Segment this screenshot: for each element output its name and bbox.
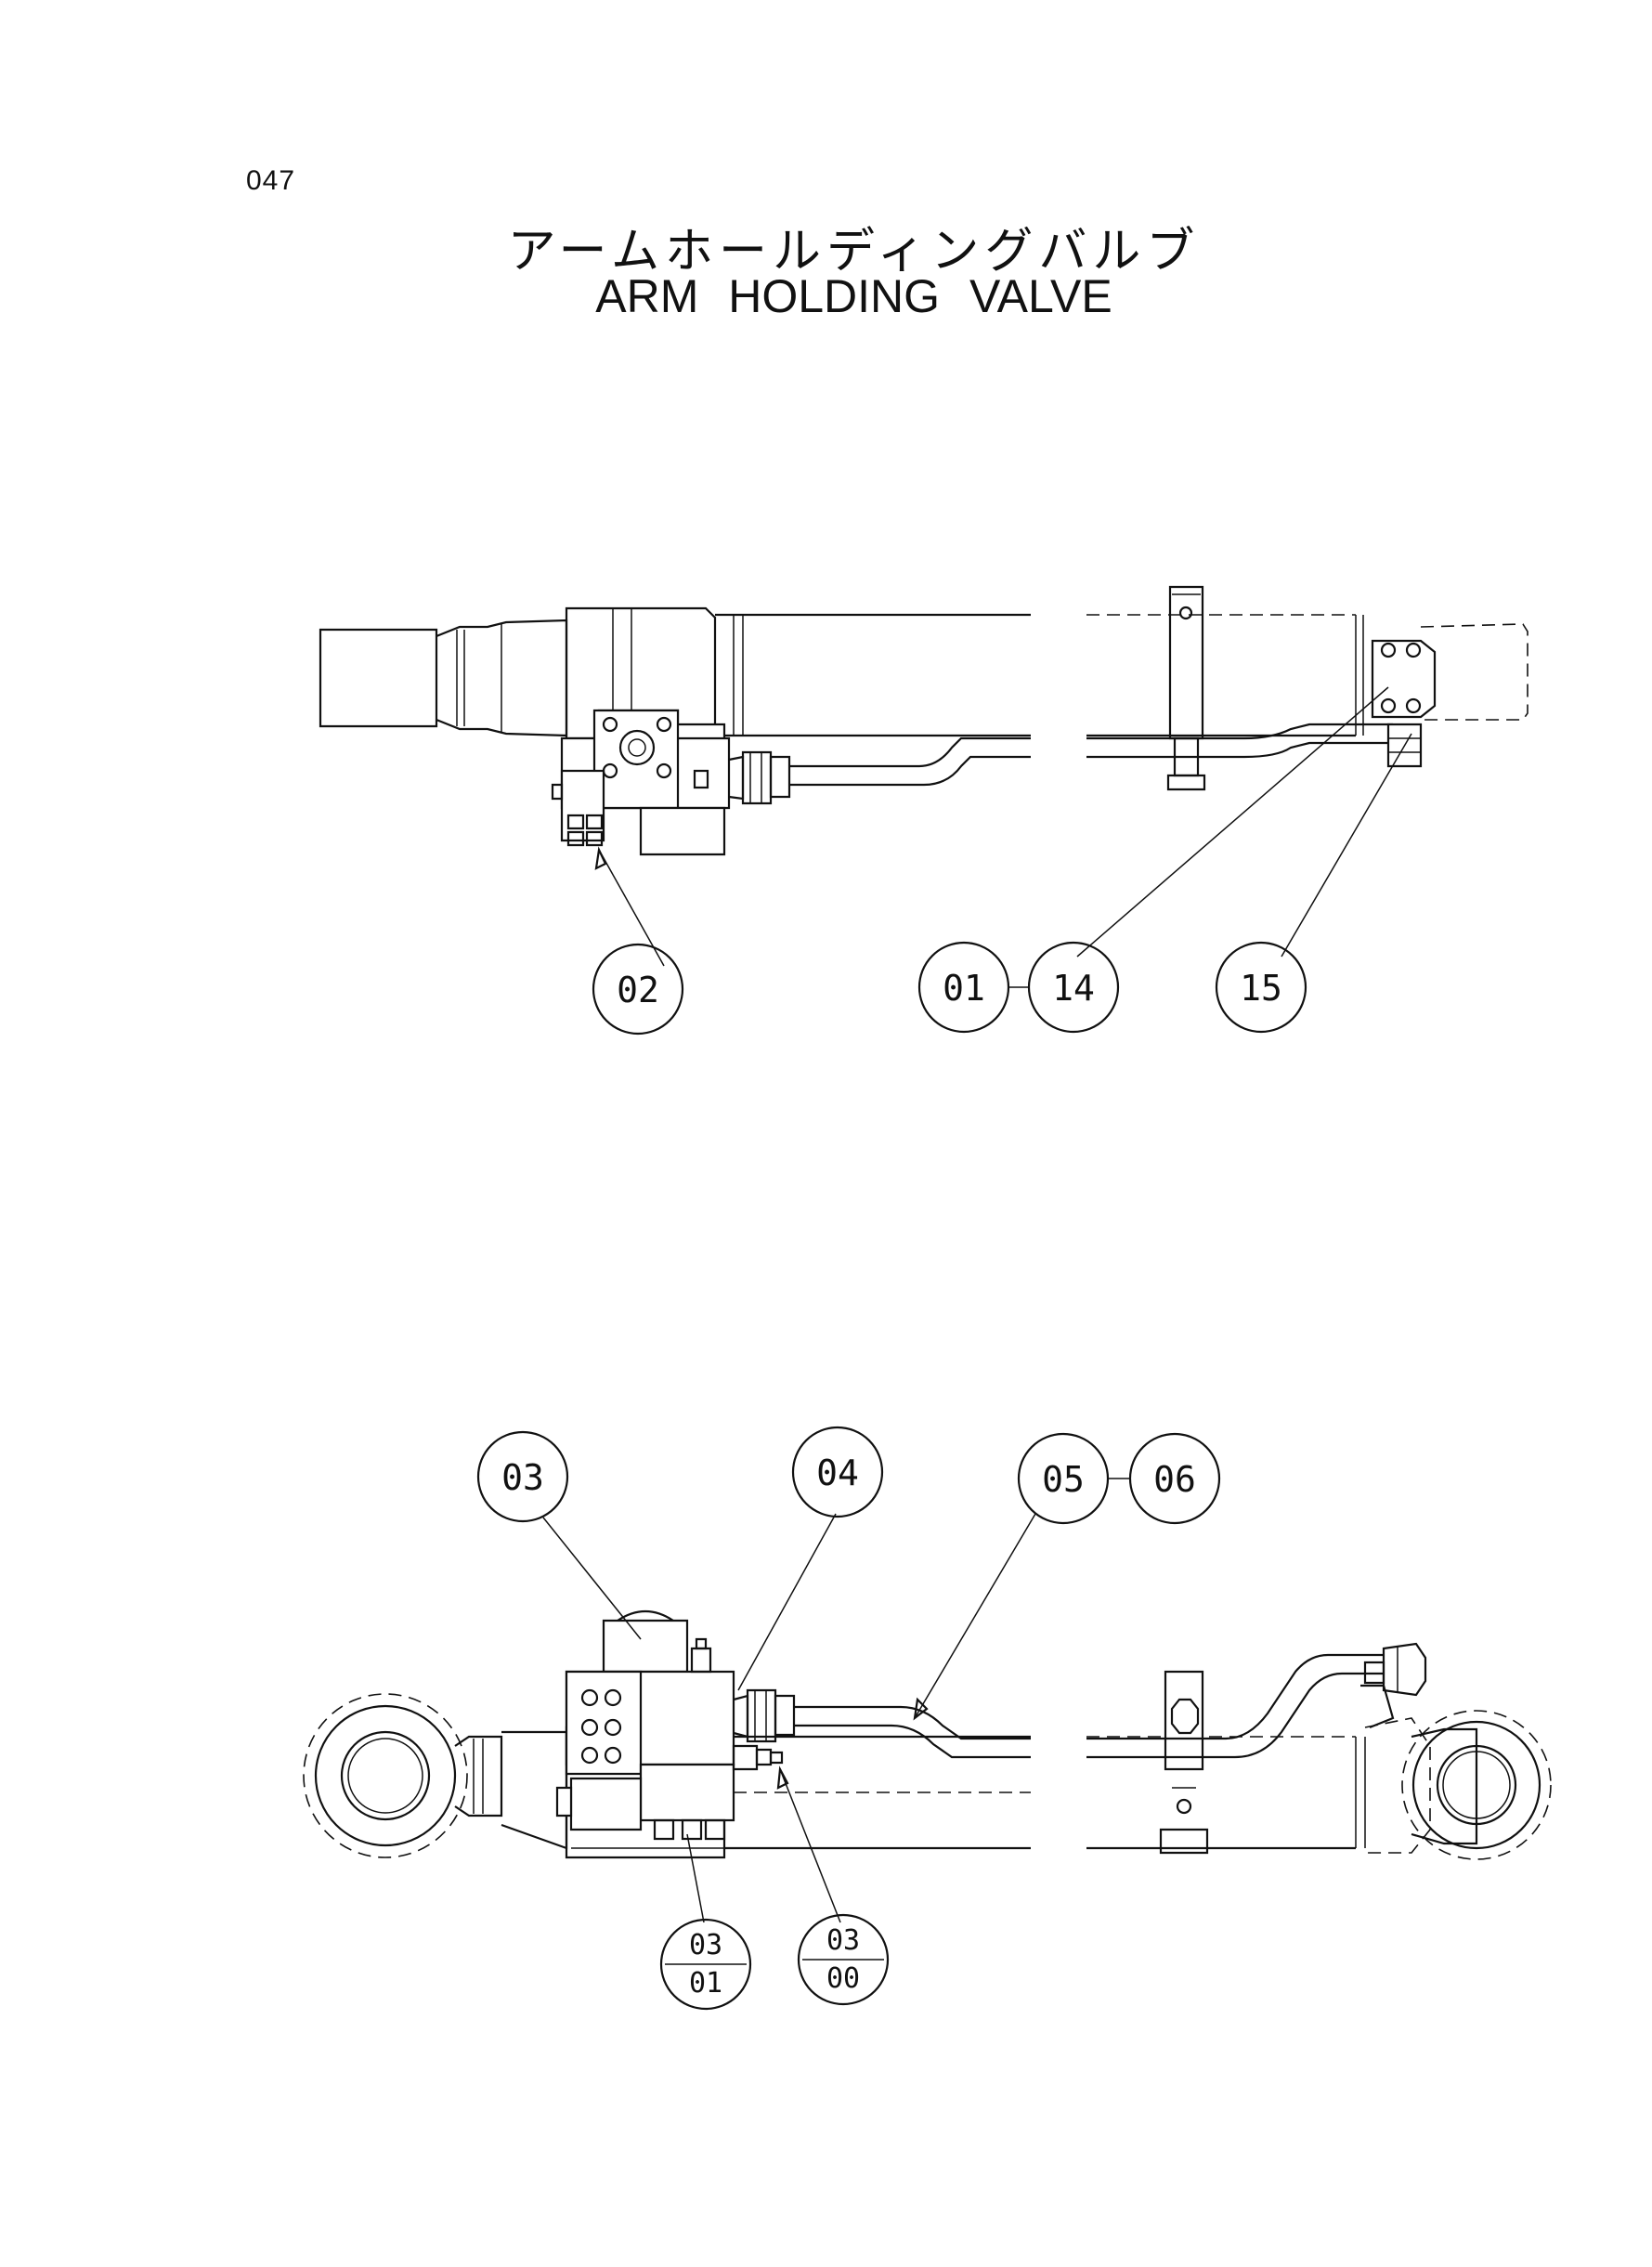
callout-04: 04 [791,1426,884,1518]
callout-03-label: 03 [501,1457,544,1498]
callout-02-label: 02 [617,970,659,1010]
callout-03: 03 [476,1430,569,1523]
callout-15: 15 [1215,941,1307,1034]
callout-fraction-right-bottom: 00 [826,1962,860,1995]
title-english: ARM HOLDING VALVE [595,270,1112,322]
callout-fraction-left-bottom: 01 [689,1967,722,2000]
callout-01: 01 [917,941,1010,1034]
page-number: 047 [246,165,296,196]
callout-fraction-left: 03 01 [659,1918,752,2011]
callout-01-label: 01 [943,968,985,1009]
callout-06-label: 06 [1153,1459,1196,1500]
callout-14: 14 [1027,941,1120,1034]
bottom-view-leaders [542,1478,1131,1923]
bottom-view-cylinder [303,1610,1552,1860]
callout-fraction-left-top: 03 [689,1929,722,1961]
callout-fraction-right: 03 00 [797,1913,890,2006]
callout-05-label: 05 [1042,1459,1085,1500]
title-japanese: アームホールディングバルブ [507,224,1201,280]
callout-15-label: 15 [1240,968,1282,1009]
callout-02: 02 [592,943,684,1036]
callout-05: 05 [1017,1432,1110,1525]
callout-14-label: 14 [1052,968,1095,1009]
top-view-cylinder [319,585,1528,856]
callout-04-label: 04 [816,1453,859,1493]
callout-fraction-right-top: 03 [826,1924,860,1957]
callout-06: 06 [1128,1432,1221,1525]
